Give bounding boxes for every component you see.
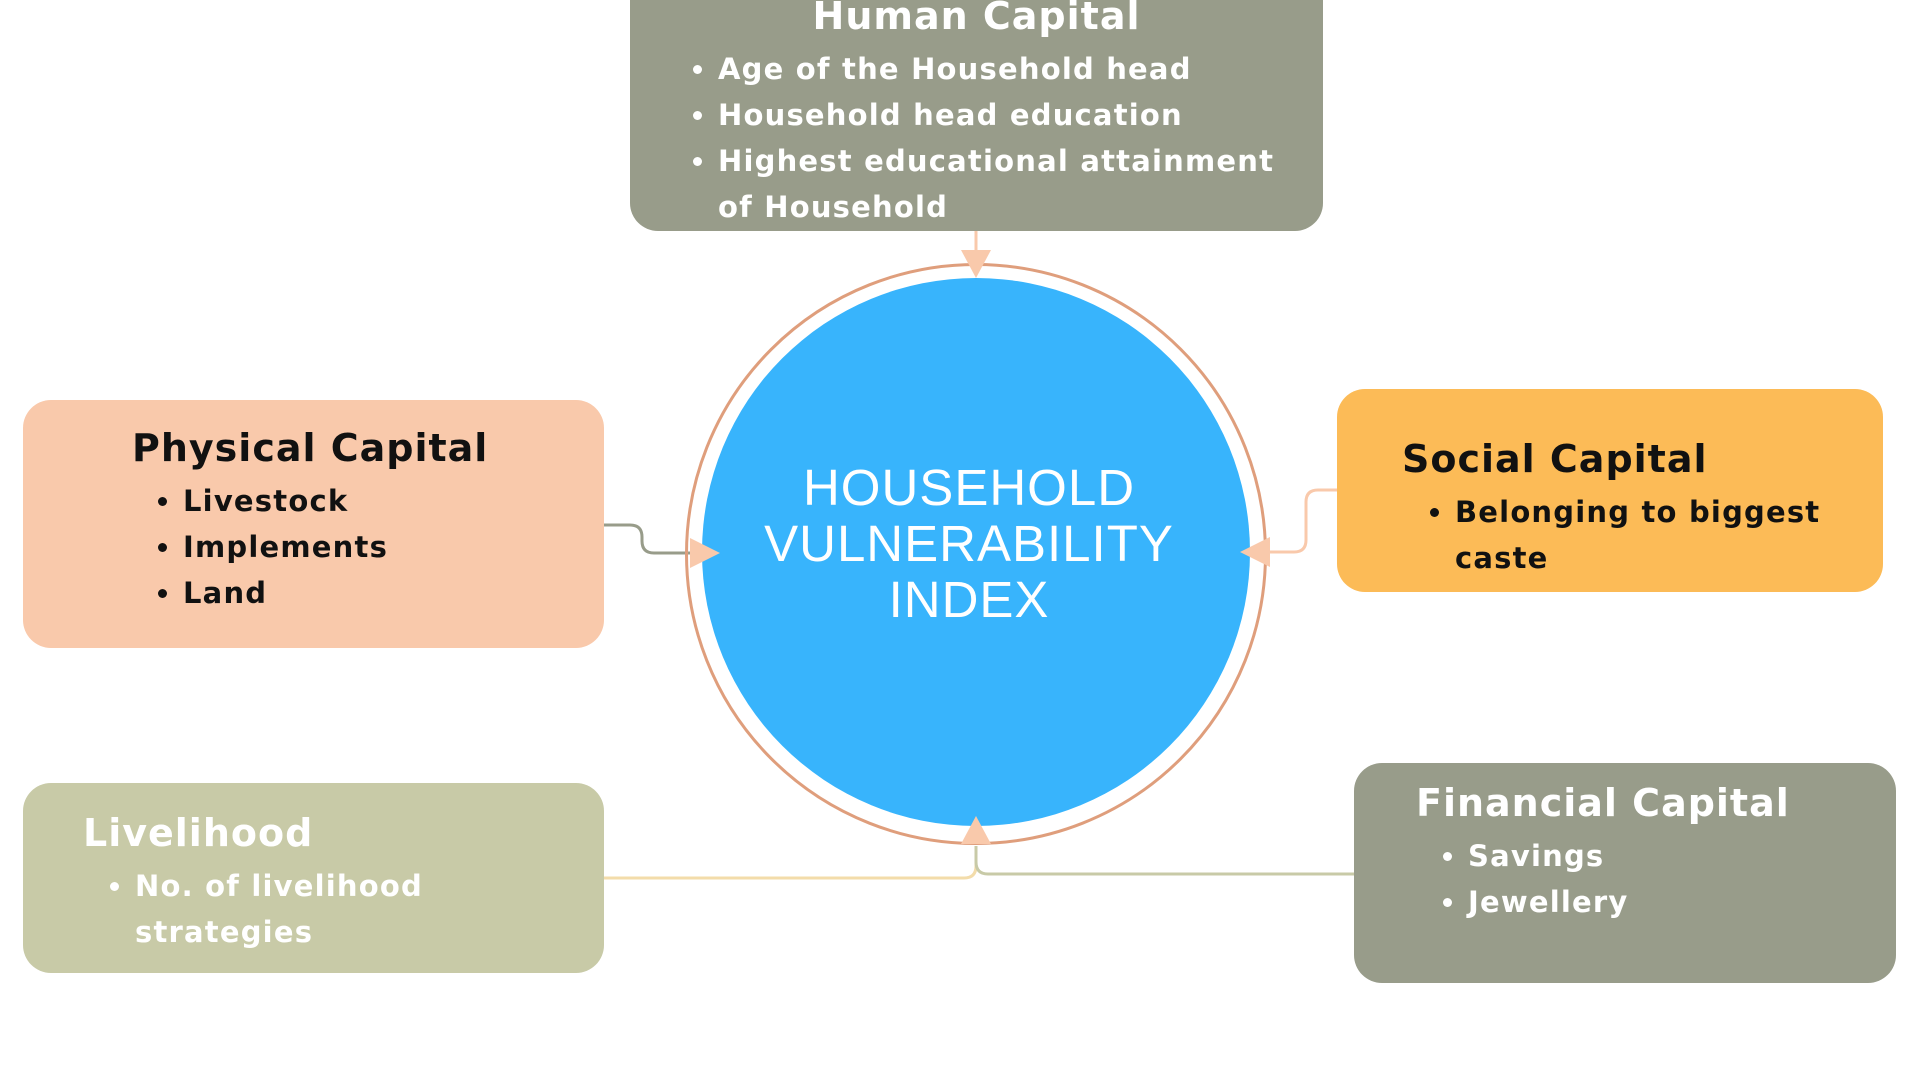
financial-capital-box: Financial Capital Savings Jewellery xyxy=(1354,763,1896,983)
human-capital-title: Human Capital xyxy=(812,0,1141,38)
arrowhead-social xyxy=(1240,537,1270,567)
human-capital-item: Highest educational attainment of Househ… xyxy=(718,138,1283,230)
connector-physical xyxy=(604,523,690,555)
physical-capital-box: Physical Capital Livestock Implements La… xyxy=(23,400,604,648)
center-label: HOUSEHOLD VULNERABILITY INDEX xyxy=(702,278,1250,826)
social-capital-box: Social Capital Belonging to biggest cast… xyxy=(1337,389,1883,592)
financial-capital-title: Financial Capital xyxy=(1416,781,1790,825)
social-capital-list: Belonging to biggest caste xyxy=(1403,489,1853,581)
livelihood-item: No. of livelihood strategies xyxy=(135,863,604,955)
physical-capital-item: Implements xyxy=(183,524,604,570)
social-capital-title: Social Capital xyxy=(1402,437,1708,481)
connector-financial xyxy=(974,846,1354,876)
financial-capital-item: Savings xyxy=(1468,833,1896,879)
livelihood-list: No. of livelihood strategies xyxy=(83,863,604,955)
connector-social xyxy=(1262,488,1337,554)
livelihood-box: Livelihood No. of livelihood strategies xyxy=(23,783,604,973)
human-capital-item: Age of the Household head xyxy=(718,46,1283,92)
physical-capital-item: Land xyxy=(183,570,604,616)
arrowhead-human xyxy=(961,250,991,278)
livelihood-title: Livelihood xyxy=(83,811,314,855)
physical-capital-item: Livestock xyxy=(183,478,604,524)
arrowhead-physical xyxy=(690,538,720,568)
financial-capital-item: Jewellery xyxy=(1468,879,1896,925)
physical-capital-list: Livestock Implements Land xyxy=(131,478,604,616)
arrowhead-bottom xyxy=(961,816,991,844)
social-capital-item: Belonging to biggest caste xyxy=(1455,489,1853,581)
human-capital-list: Age of the Household head Household head… xyxy=(666,46,1283,230)
financial-capital-list: Savings Jewellery xyxy=(1416,833,1896,925)
human-capital-item: Household head education xyxy=(718,92,1283,138)
center-label-text: HOUSEHOLD VULNERABILITY INDEX xyxy=(764,459,1174,628)
physical-capital-title: Physical Capital xyxy=(132,426,489,470)
human-capital-box: Human Capital Age of the Household head … xyxy=(630,0,1323,231)
center-circle xyxy=(702,278,1250,826)
